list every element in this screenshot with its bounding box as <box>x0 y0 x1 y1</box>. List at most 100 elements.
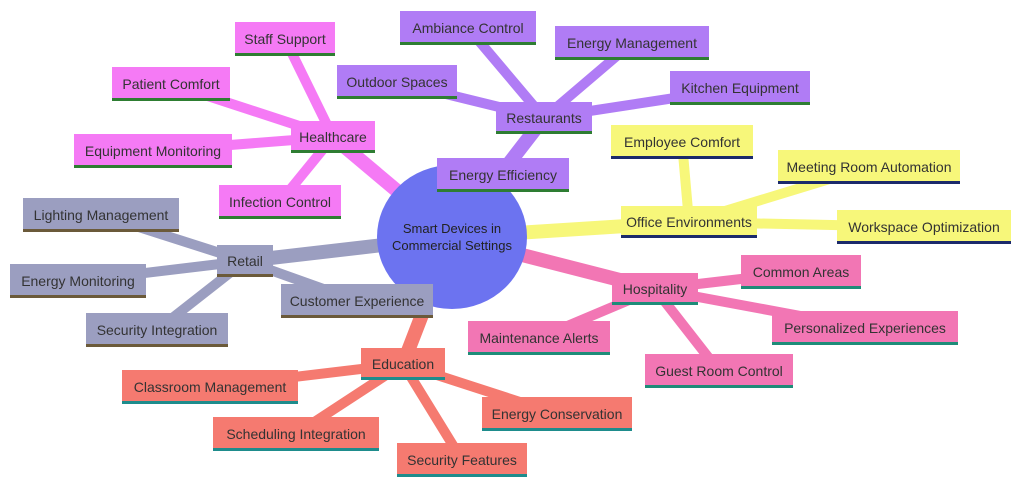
child-node-lighting-management-underline <box>23 229 179 232</box>
branch-node-hospitality[interactable]: Hospitality <box>612 273 698 305</box>
child-node-equipment-monitoring[interactable]: Equipment Monitoring <box>74 134 232 168</box>
branch-node-retail[interactable]: Retail <box>217 245 273 277</box>
child-node-maintenance-alerts[interactable]: Maintenance Alerts <box>468 321 610 355</box>
child-node-customer-experience-underline <box>281 315 433 318</box>
child-node-security-features[interactable]: Security Features <box>397 443 527 477</box>
child-node-classroom-management[interactable]: Classroom Management <box>122 370 298 404</box>
child-node-common-areas[interactable]: Common Areas <box>741 255 861 289</box>
branch-node-restaurants-label: Restaurants <box>506 110 581 126</box>
child-node-energy-efficiency[interactable]: Energy Efficiency <box>437 158 569 192</box>
child-node-meeting-room-automation-label: Meeting Room Automation <box>787 159 952 175</box>
child-node-energy-conservation-underline <box>482 428 632 431</box>
child-node-patient-comfort[interactable]: Patient Comfort <box>112 67 230 101</box>
child-node-equipment-monitoring-label: Equipment Monitoring <box>85 143 221 159</box>
branch-node-healthcare[interactable]: Healthcare <box>291 121 375 153</box>
child-node-ambiance-control-label: Ambiance Control <box>412 20 523 36</box>
child-node-workspace-optimization[interactable]: Workspace Optimization <box>837 210 1011 244</box>
child-node-kitchen-equipment-underline <box>670 102 810 105</box>
child-node-energy-conservation-box <box>482 397 632 431</box>
child-node-lighting-management-label: Lighting Management <box>34 207 169 223</box>
child-node-guest-room-control[interactable]: Guest Room Control <box>645 354 793 388</box>
child-node-staff-support-label: Staff Support <box>244 31 326 47</box>
child-node-common-areas-label: Common Areas <box>753 264 849 280</box>
branch-node-healthcare-label: Healthcare <box>299 129 367 145</box>
child-node-maintenance-alerts-underline <box>468 352 610 355</box>
child-node-equipment-monitoring-box <box>74 134 232 168</box>
child-node-security-integration[interactable]: Security Integration <box>86 313 228 347</box>
root-node-label-line: Smart Devices in <box>403 221 501 236</box>
child-node-security-integration-underline <box>86 344 228 347</box>
child-node-energy-efficiency-underline <box>437 189 569 192</box>
child-node-energy-management[interactable]: Energy Management <box>555 26 709 60</box>
child-node-energy-efficiency-label: Energy Efficiency <box>449 167 557 183</box>
child-node-energy-conservation[interactable]: Energy Conservation <box>482 397 632 431</box>
child-node-employee-comfort-label: Employee Comfort <box>624 134 740 150</box>
child-node-infection-control-label: Infection Control <box>229 194 331 210</box>
child-node-energy-management-label: Energy Management <box>567 35 697 51</box>
child-node-workspace-optimization-label: Workspace Optimization <box>848 219 999 235</box>
child-node-maintenance-alerts-box <box>468 321 610 355</box>
child-node-classroom-management-box <box>122 370 298 404</box>
branch-node-education-label: Education <box>372 356 434 372</box>
child-node-energy-monitoring-label: Energy Monitoring <box>21 273 135 289</box>
child-node-energy-monitoring[interactable]: Energy Monitoring <box>10 264 146 298</box>
child-node-personalized-experiences-label: Personalized Experiences <box>784 320 946 336</box>
child-node-ambiance-control-underline <box>400 42 536 45</box>
child-node-patient-comfort-label: Patient Comfort <box>122 76 219 92</box>
child-node-staff-support-box <box>235 22 335 56</box>
child-node-patient-comfort-box <box>112 67 230 101</box>
child-node-lighting-management[interactable]: Lighting Management <box>23 198 179 232</box>
child-node-outdoor-spaces-underline <box>337 96 457 99</box>
child-node-customer-experience-label: Customer Experience <box>290 293 425 309</box>
child-node-classroom-management-underline <box>122 401 298 404</box>
child-node-meeting-room-automation[interactable]: Meeting Room Automation <box>778 150 960 184</box>
branch-node-hospitality-box <box>612 273 698 305</box>
child-node-guest-room-control-box <box>645 354 793 388</box>
child-node-ambiance-control[interactable]: Ambiance Control <box>400 11 536 45</box>
branch-node-office-box <box>621 206 757 238</box>
child-node-customer-experience[interactable]: Customer Experience <box>281 284 433 318</box>
branch-node-education-underline <box>361 377 445 380</box>
child-node-energy-management-box <box>555 26 709 60</box>
child-node-security-features-label: Security Features <box>407 452 517 468</box>
branch-node-office[interactable]: Office Environments <box>621 206 757 238</box>
child-node-outdoor-spaces[interactable]: Outdoor Spaces <box>337 65 457 99</box>
child-node-kitchen-equipment-label: Kitchen Equipment <box>681 80 799 96</box>
child-node-employee-comfort-underline <box>611 156 753 159</box>
child-node-workspace-optimization-underline <box>837 241 1011 244</box>
child-node-meeting-room-automation-underline <box>778 181 960 184</box>
child-node-meeting-room-automation-box <box>778 150 960 184</box>
branch-node-education[interactable]: Education <box>361 348 445 380</box>
branch-node-retail-box <box>217 245 273 277</box>
child-node-energy-monitoring-underline <box>10 295 146 298</box>
child-node-security-integration-box <box>86 313 228 347</box>
branch-node-restaurants-underline <box>496 131 592 134</box>
child-node-energy-conservation-label: Energy Conservation <box>492 406 623 422</box>
branch-node-healthcare-box <box>291 121 375 153</box>
child-node-personalized-experiences[interactable]: Personalized Experiences <box>772 311 958 345</box>
child-node-personalized-experiences-underline <box>772 342 958 345</box>
child-node-personalized-experiences-box <box>772 311 958 345</box>
branch-node-restaurants[interactable]: Restaurants <box>496 102 592 134</box>
child-node-staff-support[interactable]: Staff Support <box>235 22 335 56</box>
child-node-energy-management-underline <box>555 57 709 60</box>
child-node-workspace-optimization-box <box>837 210 1011 244</box>
child-node-classroom-management-label: Classroom Management <box>134 379 287 395</box>
child-node-common-areas-box <box>741 255 861 289</box>
child-node-infection-control-underline <box>219 216 341 219</box>
child-node-kitchen-equipment-box <box>670 71 810 105</box>
child-node-scheduling-integration[interactable]: Scheduling Integration <box>213 417 379 451</box>
child-node-guest-room-control-label: Guest Room Control <box>655 363 783 379</box>
child-node-employee-comfort[interactable]: Employee Comfort <box>611 125 753 159</box>
child-node-scheduling-integration-box <box>213 417 379 451</box>
branch-node-retail-underline <box>217 274 273 277</box>
child-node-kitchen-equipment[interactable]: Kitchen Equipment <box>670 71 810 105</box>
child-node-outdoor-spaces-label: Outdoor Spaces <box>346 74 447 90</box>
child-node-common-areas-underline <box>741 286 861 289</box>
child-node-employee-comfort-box <box>611 125 753 159</box>
child-node-equipment-monitoring-underline <box>74 165 232 168</box>
branch-node-education-box <box>361 348 445 380</box>
child-node-infection-control[interactable]: Infection Control <box>219 185 341 219</box>
